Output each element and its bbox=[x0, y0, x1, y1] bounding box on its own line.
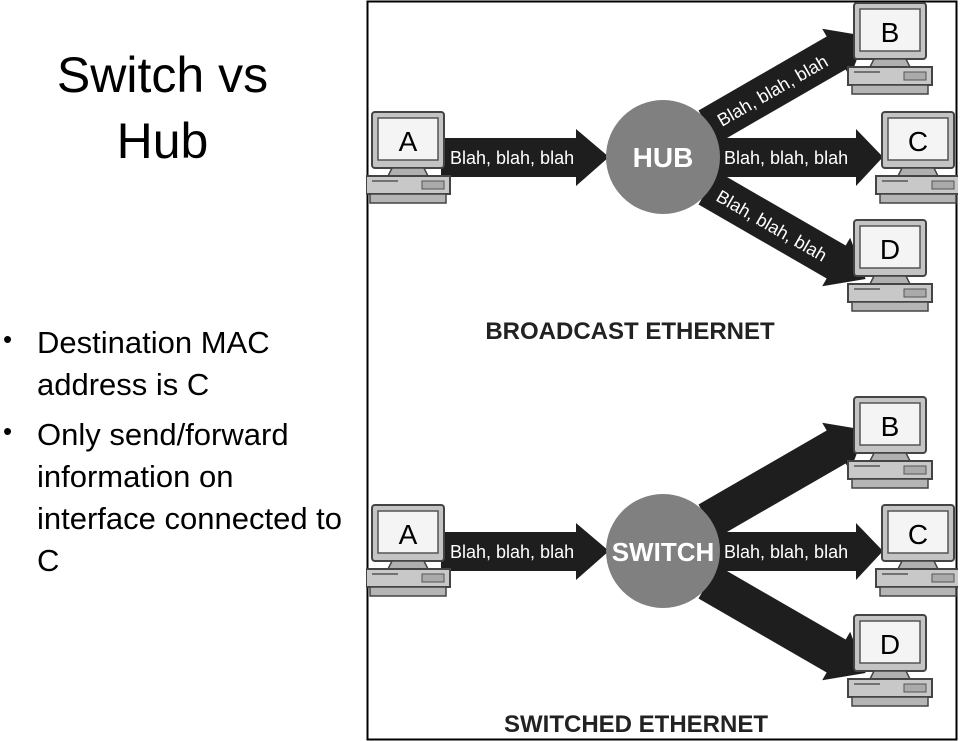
bullet-text: Only send/forward information on interfa… bbox=[37, 417, 343, 578]
computer-label: C bbox=[908, 126, 928, 157]
bullet-icon: • bbox=[3, 324, 13, 354]
computer-label: A bbox=[399, 126, 418, 157]
computer-c-top: C bbox=[875, 111, 958, 204]
computer-c-bottom: C bbox=[875, 504, 958, 597]
hub-device bbox=[606, 100, 720, 214]
computer-a-top: A bbox=[366, 111, 451, 204]
computer-d-bottom: D bbox=[847, 614, 933, 707]
arrow-a-to-hub bbox=[441, 129, 609, 186]
arrow-c-label: Blah, blah, blah bbox=[724, 148, 848, 168]
bullet-icon: • bbox=[3, 416, 13, 446]
arrow-hub-to-c bbox=[708, 129, 883, 186]
title-line-1: Switch vs bbox=[56, 47, 269, 103]
arrow-c-label: Blah, blah, blah bbox=[724, 542, 848, 562]
computer-label: B bbox=[881, 17, 900, 48]
computer-label: B bbox=[881, 411, 900, 442]
diagram-canvas: Blah, blah, blah Blah, blah, blah Blah, … bbox=[366, 0, 958, 741]
bullet-item: • Only send/forward information on interf… bbox=[0, 414, 345, 582]
switched-section: Blah, blah, blah Blah, blah, blah SWITCH… bbox=[366, 396, 958, 738]
computer-b-bottom: B bbox=[847, 396, 933, 489]
arrow-a-to-switch bbox=[441, 523, 609, 580]
ethernet-diagram: Blah, blah, blah Blah, blah, blah Blah, … bbox=[366, 0, 958, 741]
switched-caption: SWITCHED ETHERNET bbox=[504, 711, 768, 738]
switch-device bbox=[606, 494, 720, 608]
broadcast-caption: BROADCAST ETHERNET bbox=[485, 318, 775, 345]
computer-d-top: D bbox=[847, 219, 933, 312]
arrow-a-label: Blah, blah, blah bbox=[450, 542, 574, 562]
hub-label: HUB bbox=[633, 142, 694, 173]
slide-title: Switch vs Hub bbox=[0, 42, 325, 174]
switch-label: SWITCH bbox=[612, 537, 715, 567]
computer-label: D bbox=[880, 234, 900, 265]
arrow-a-label: Blah, blah, blah bbox=[450, 148, 574, 168]
bullet-text: Destination MAC address is C bbox=[37, 325, 270, 402]
path-switch-to-d bbox=[698, 565, 866, 681]
title-line-2: Hub bbox=[116, 113, 209, 169]
computer-b-top: B bbox=[847, 2, 933, 95]
computer-a-bottom: A bbox=[366, 504, 451, 597]
path-switch-to-b bbox=[698, 422, 866, 538]
computer-label: D bbox=[880, 629, 900, 660]
arrow-switch-to-c bbox=[708, 523, 883, 580]
computer-label: A bbox=[399, 519, 418, 550]
computer-label: C bbox=[908, 519, 928, 550]
bullet-item: • Destination MAC address is C bbox=[0, 322, 345, 406]
bullet-list: • Destination MAC address is C • Only send… bbox=[0, 322, 345, 590]
